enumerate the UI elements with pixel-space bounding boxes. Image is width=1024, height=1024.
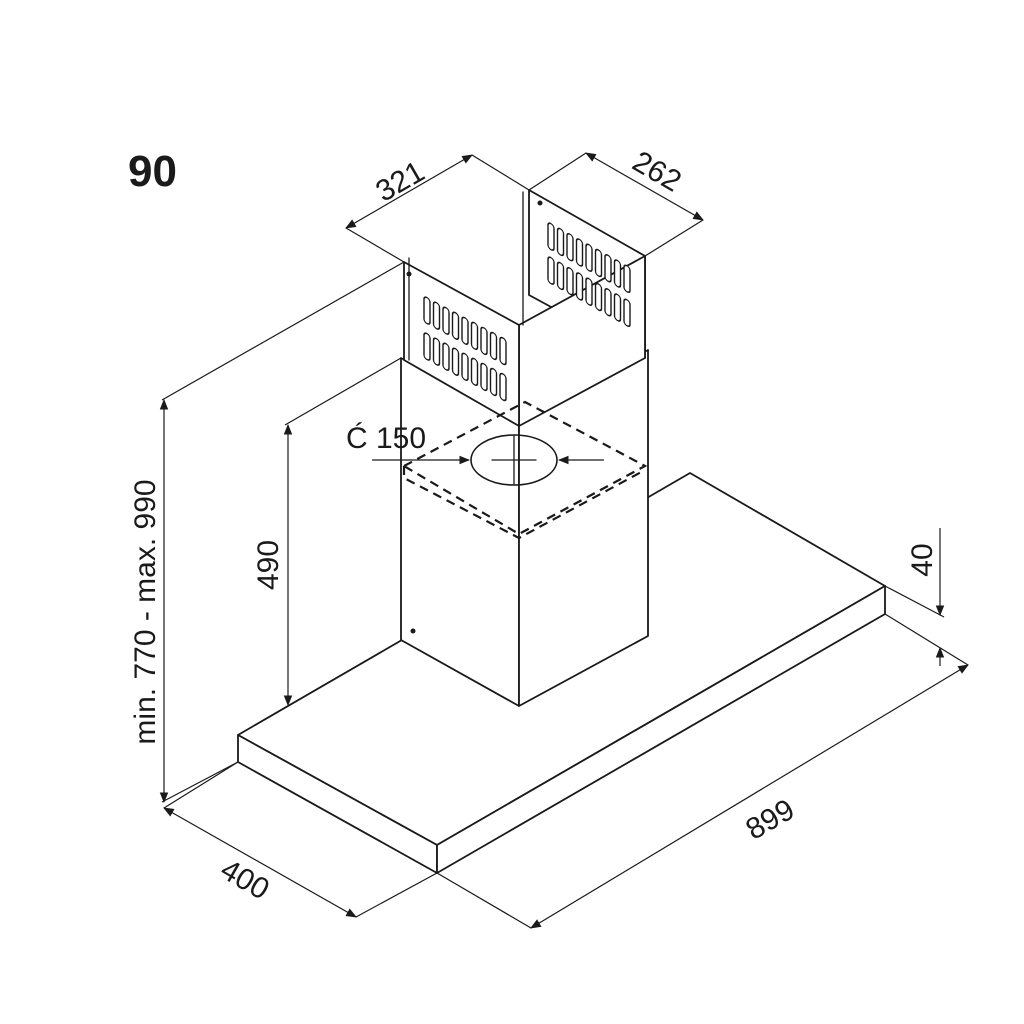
ext-line-262-b [528,152,587,191]
ext-line-321-b [471,154,530,191]
screw-dot [410,628,416,634]
vent-slot [566,266,574,296]
ext-line-899-a [436,872,532,929]
model-label: 90 [128,147,177,196]
duct-dashed-side [402,466,646,540]
vent-slot [489,331,498,361]
vent-slot [423,332,431,361]
vent-slot [604,254,612,283]
vent-slot [547,222,555,251]
ext-line-321-a [345,227,405,263]
ext-line-400-b [355,872,438,918]
vent-slot [451,347,460,376]
duct-outlet-ellipse [470,434,558,486]
vent-slot [575,238,584,267]
vent-slot [613,293,622,322]
ext-line-total-bottom [161,761,239,803]
vent-slot [613,259,622,288]
ext-line-40-a [884,585,945,618]
dim-line-899 [530,664,969,929]
duct-dashed-top [401,400,648,536]
vent-slot [556,261,565,291]
ext-line-total-top [161,261,405,401]
dim-line-400 [163,807,357,918]
duct-outline [401,400,648,540]
vent-slot [499,336,507,366]
vent-slot [623,264,631,294]
vent-slot [451,311,460,340]
vent-slot [489,367,498,397]
vent-slot [594,282,603,312]
screw-dot [406,271,412,277]
vent-slot [499,372,507,402]
vent-slot [623,298,631,328]
vent-slot [575,272,584,301]
vent-slots-back [547,222,631,328]
upper-chimney [403,189,646,427]
vent-slots-left [423,296,507,402]
vent-slot [480,362,488,392]
vent-slot [432,337,441,366]
vent-slot [432,301,441,330]
label-490: 490 [252,540,285,590]
dim-line-262 [585,152,704,221]
dimension-lines [159,152,969,929]
vent-slot [594,248,603,278]
label-321: 321 [370,155,430,209]
vent-slot [556,227,565,257]
lower-chimney [400,349,649,707]
label-duct-diameter: Ć 150 [346,422,426,455]
ext-line-400-a [163,761,239,809]
vent-slot [423,296,431,325]
ext-line-899-b [884,613,969,666]
vent-slot [470,321,479,351]
label-400: 400 [215,853,275,907]
vent-slot [585,277,593,306]
ext-line-262-a [644,219,704,257]
ext-line-490-top [284,357,402,426]
label-total-height: min. 770 - max. 990 [129,479,162,744]
vent-slot [585,243,593,272]
screw-dot [537,200,543,206]
vent-slot [470,357,479,387]
vent-slot [480,326,488,356]
vent-slot [547,256,555,285]
label-40: 40 [906,543,939,576]
vent-slot [442,342,450,371]
label-262: 262 [627,145,687,199]
vent-slot [604,288,612,317]
vent-slot [442,306,450,335]
vent-slot [461,352,469,381]
vent-slot [461,316,469,345]
dim-line-321 [345,154,473,229]
vent-slot [566,232,574,262]
label-899: 899 [740,793,800,847]
